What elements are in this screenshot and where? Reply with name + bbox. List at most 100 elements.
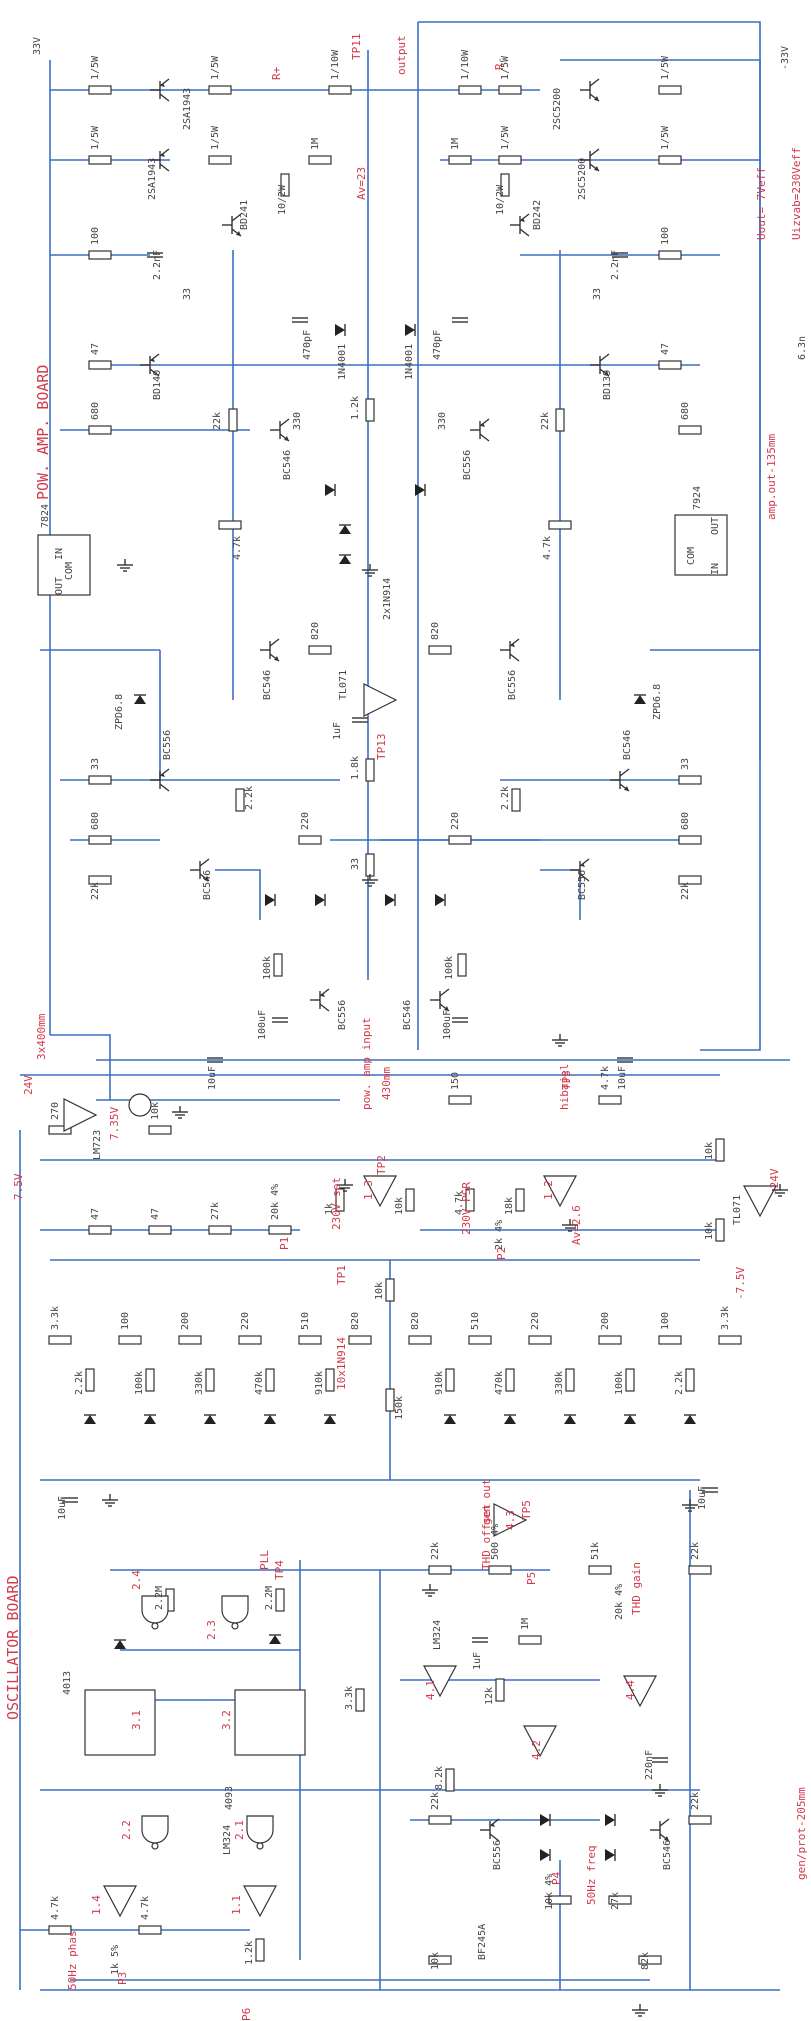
- val-10-2w-a: 10/2W: [277, 184, 288, 215]
- val-1-8k: 1.8k: [350, 756, 361, 780]
- val-1m-b: 1M: [450, 138, 461, 150]
- ff-3-2-label: 3.2: [220, 1710, 233, 1730]
- val-10k-b: 10k: [394, 1197, 405, 1215]
- val-4-7k-d: 4.7k: [454, 1191, 465, 1215]
- output-label: output: [395, 35, 408, 75]
- q-bf245a: BF245A: [477, 1924, 488, 1960]
- val-500-4: 500 4%: [490, 1524, 501, 1560]
- reg-7924-label: 7924: [692, 486, 703, 510]
- gen-prot-length-note: gen/prot-205mm: [795, 1787, 808, 1880]
- val-10uf-d: 10uF: [697, 1486, 708, 1510]
- rail-7-35v-label: 7.35V: [108, 1107, 121, 1140]
- q-bc546-in: BC546: [202, 870, 213, 900]
- d-1n4001-b: 1N4001: [404, 344, 415, 380]
- pow-amp-board-title: POW. AMP. BOARD: [34, 365, 52, 500]
- d-10x1n914: 10x1N914: [335, 1337, 348, 1390]
- reg-7824-label: 7824: [40, 504, 51, 528]
- n63-note: 6.3n: [797, 336, 808, 360]
- val-22k-g: 22k: [430, 1792, 441, 1810]
- gate-2-1-label: 2.1: [233, 1820, 246, 1840]
- val-10-2w-b: 10/2W: [495, 184, 506, 215]
- val-8-2k: 8.2k: [434, 1766, 445, 1790]
- val-10k-a: 10k: [150, 1102, 161, 1120]
- val-220-c: 220: [240, 1312, 251, 1330]
- testpoint-tp3: TP3: [560, 1070, 573, 1090]
- val-1uf-b: 1uF: [472, 1652, 483, 1670]
- val-3-3k-b: 3.3k: [720, 1306, 731, 1330]
- pot-p3-label: P3: [116, 1972, 129, 1985]
- val-22k-c: 22k: [90, 882, 101, 900]
- val-82k: 82k: [640, 1952, 651, 1970]
- val-220-b: 220: [450, 812, 461, 830]
- amp-out-length-note: amp.out-135mm: [765, 434, 778, 520]
- val-10k-c: 10k: [704, 1142, 715, 1160]
- c4093-label: 4093: [224, 1786, 235, 1810]
- d-zpd6-8-b: ZPD6.8: [652, 684, 663, 720]
- input-length-note: 430mm: [380, 1067, 393, 1100]
- q-2sc5200-a: 2SC5200: [552, 88, 563, 130]
- val-33-b: 33: [592, 288, 603, 300]
- thd-offset-label: THD offset: [480, 1504, 493, 1570]
- rail-7-5v-label: 7.5V: [12, 1173, 25, 1200]
- testpoint-tp13: TP13: [375, 734, 388, 761]
- val-20k-a: 20k 4%: [270, 1184, 281, 1220]
- val-820-b: 820: [430, 622, 441, 640]
- val-1-10w-a: 1/10W: [330, 49, 341, 80]
- val-2-2m-b: 2.2M: [264, 1586, 275, 1610]
- thd-gain-label: THD gain: [630, 1562, 643, 1615]
- tl071-label: TL071: [338, 670, 349, 700]
- val-470pf-b: 470pF: [432, 330, 443, 360]
- val-10k-f: 10k: [430, 1952, 441, 1970]
- val-2k-4: 2k 4%: [494, 1220, 505, 1250]
- val-1-5w-g: 1/5W: [500, 125, 511, 150]
- gain-av23-note: Av=23: [355, 167, 368, 200]
- val-51k: 51k: [590, 1542, 601, 1560]
- val-100-a: 100: [90, 227, 101, 245]
- val-1m-c: 1M: [520, 1618, 531, 1630]
- val-910k-a: 910k: [314, 1371, 325, 1395]
- rail-pos-label: 33V: [32, 37, 43, 55]
- val-33-c: 33: [90, 758, 101, 770]
- val-910k-b: 910k: [434, 1371, 445, 1395]
- val-820-a: 820: [310, 622, 321, 640]
- reg-in-label: IN: [54, 548, 65, 560]
- val-47-a: 47: [90, 343, 101, 355]
- q-bd241: BD241: [239, 200, 250, 230]
- testpoint-tp2: TP2: [375, 1155, 388, 1175]
- testpoint-tp5: TP5: [520, 1500, 533, 1520]
- rail-neg24v-label: -24V: [768, 1168, 781, 1195]
- q-bc556-in: BC556: [577, 870, 588, 900]
- r-plus-label: R+: [270, 66, 283, 80]
- val-510-b: 510: [470, 1312, 481, 1330]
- opamp-4-2-label: 4.2: [530, 1740, 543, 1760]
- val-4-7k-c: 4.7k: [600, 1066, 611, 1090]
- uizvad-note: Uizvab=230Veff: [790, 147, 803, 240]
- c4013-label: 4013: [62, 1671, 73, 1695]
- q-2sa1943-a: 2SA1943: [182, 88, 193, 130]
- q-bd139: BD139: [602, 370, 613, 400]
- val-2-2k-c: 2.2k: [74, 1371, 85, 1395]
- tl071b-label: TL071: [732, 1195, 743, 1225]
- val-100-d: 100: [660, 1312, 671, 1330]
- val-820-d: 820: [410, 1312, 421, 1330]
- rail-neg7-5v-label: -7.5V: [734, 1267, 747, 1300]
- val-1-5w-e: 1/5W: [500, 55, 511, 80]
- reg-out-label: OUT: [54, 577, 65, 595]
- val-100k-a: 100k: [262, 956, 273, 980]
- val-100k-b: 100k: [444, 956, 455, 980]
- reg-in2-label: IN: [710, 563, 721, 575]
- val-1k-5: 1k 5%: [110, 1945, 121, 1975]
- val-18k: 18k: [504, 1197, 515, 1215]
- val-2-2nf-a: 2.2nF: [152, 250, 163, 280]
- q-2sa1943-b: 2SA1943: [147, 158, 158, 200]
- pot-p5-label: P5: [525, 1572, 538, 1585]
- val-1uf-a: 1uF: [332, 722, 343, 740]
- d-zpd6-8-a: ZPD6.8: [114, 694, 125, 730]
- cable-length-note: 3x400mm: [35, 1013, 48, 1060]
- val-1-5w-f: 1/5W: [660, 55, 671, 80]
- val-470k-b: 470k: [494, 1371, 505, 1395]
- q-bc556-vbe: BC556: [462, 450, 473, 480]
- q-bc546-mid: BC546: [262, 670, 273, 700]
- val-150k: 150k: [394, 1396, 405, 1420]
